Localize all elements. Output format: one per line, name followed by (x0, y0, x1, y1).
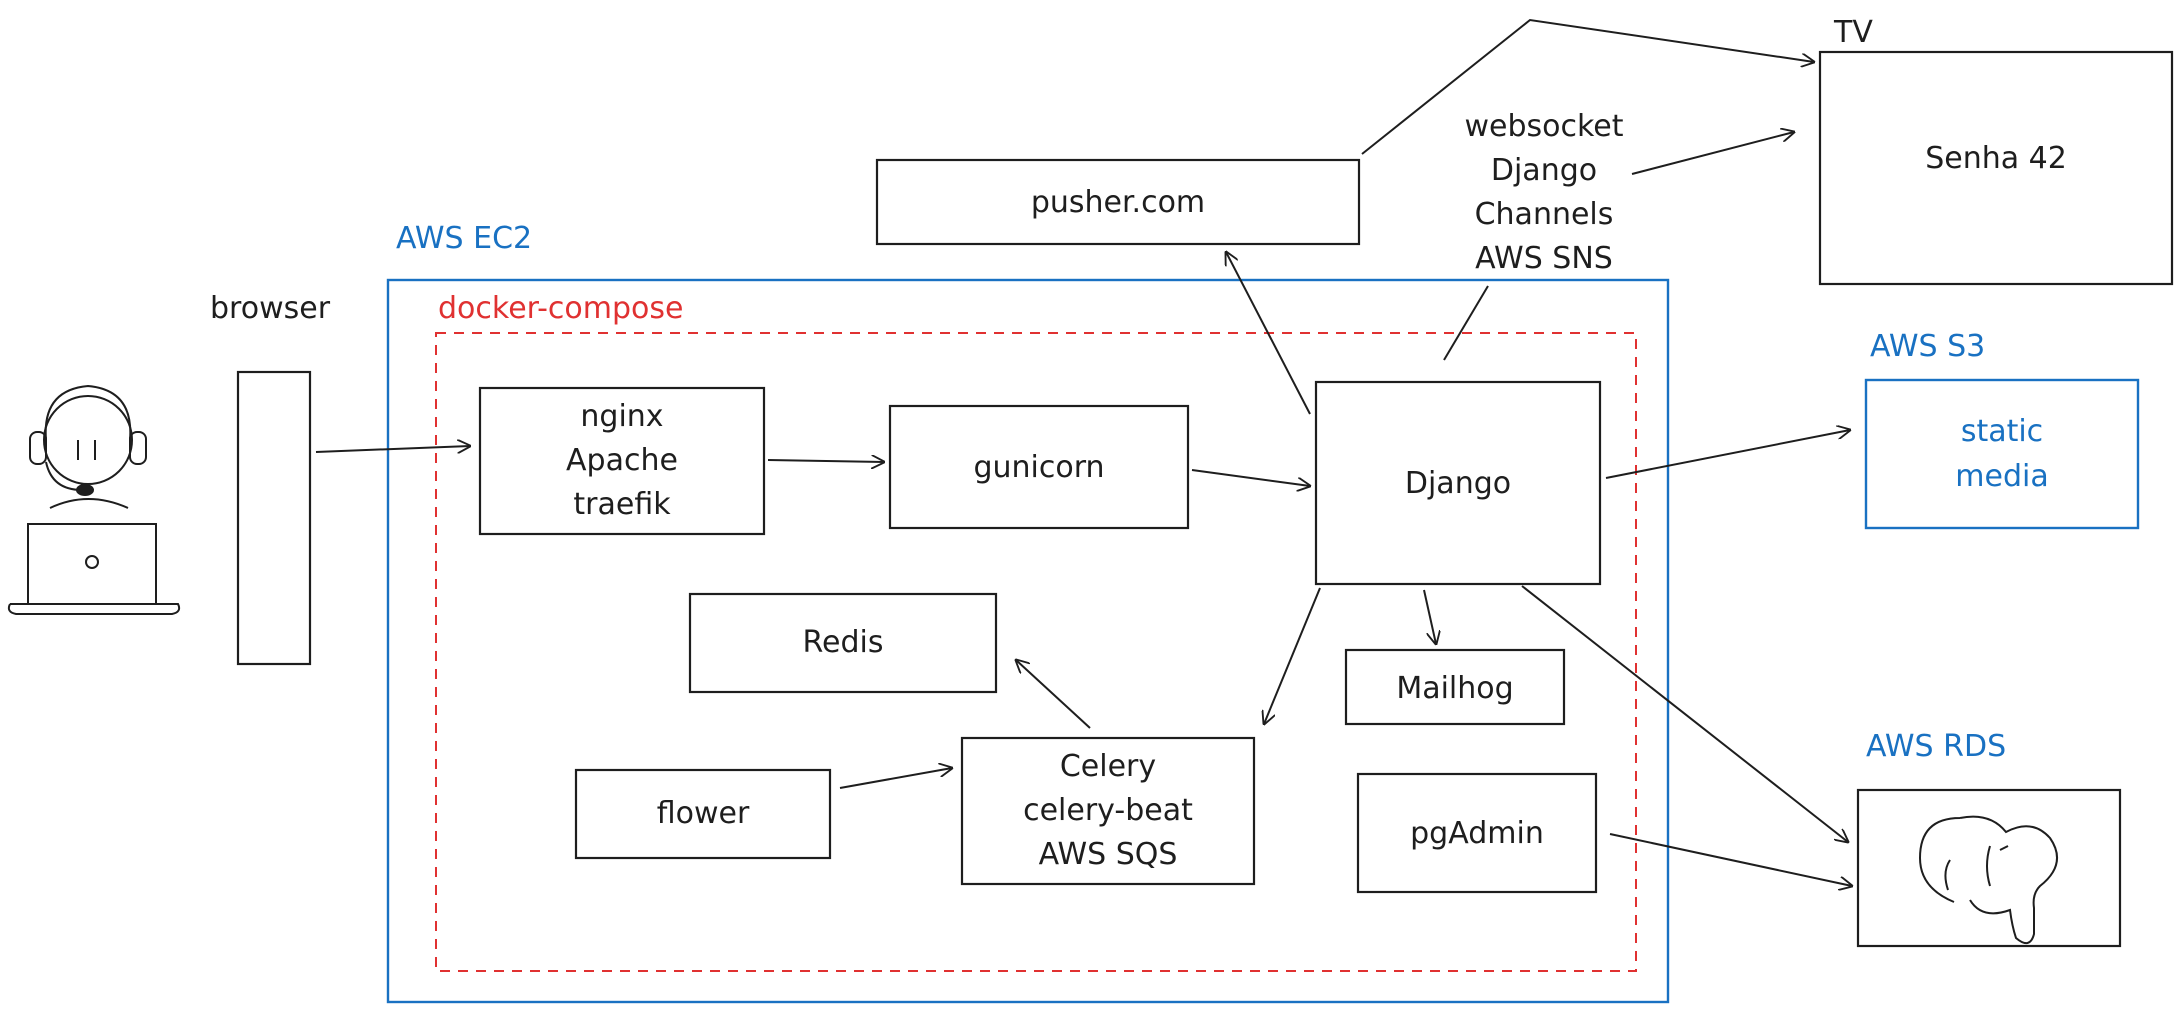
aws-rds-label: AWS RDS (1866, 729, 2006, 764)
realtime-label-2: Django (1491, 153, 1597, 188)
tv-screen-text: Senha 42 (1925, 141, 2067, 176)
proxy-node: nginx Apache traefik (478, 386, 766, 536)
docker-compose-container: docker-compose (435, 291, 1637, 972)
user-icon (7, 384, 181, 615)
realtime-label-4: AWS SNS (1475, 241, 1613, 276)
arrow-flower-to-celery (839, 768, 952, 789)
line-django-to-realtime (1443, 285, 1489, 361)
pgadmin-label: pgAdmin (1410, 816, 1544, 851)
arrow-browser-to-proxy (315, 446, 470, 452)
arrow-realtime-to-tv (1631, 132, 1794, 175)
arrow-django-to-s3 (1605, 430, 1850, 479)
realtime-label-1: websocket (1464, 109, 1623, 144)
arrow-django-to-rds (1521, 585, 1848, 842)
browser-window (236, 370, 312, 666)
arrow-pgadmin-to-rds (1609, 833, 1852, 886)
docker-compose-label: docker-compose (438, 291, 683, 326)
realtime-annotation: websocket Django Channels AWS SNS (1464, 109, 1623, 276)
tv-label: TV (1833, 15, 1873, 50)
flower-label: flower (657, 796, 750, 831)
aws-rds-node: AWS RDS (1856, 729, 2122, 948)
browser-label: browser (210, 291, 331, 326)
gunicorn-node: gunicorn (888, 404, 1190, 530)
s3-label-2: media (1955, 459, 2048, 494)
arrow-django-to-mailhog (1423, 589, 1436, 644)
realtime-label-3: Channels (1475, 197, 1614, 232)
pusher-node: pusher.com (875, 158, 1361, 246)
arrow-celery-to-redis (1016, 660, 1091, 729)
tv-node: TV Senha 42 (1818, 15, 2174, 286)
celery-label-1: Celery (1060, 749, 1156, 784)
pusher-label: pusher.com (1031, 185, 1205, 220)
redis-label: Redis (803, 625, 884, 660)
mailhog-label: Mailhog (1396, 671, 1513, 706)
arrow-proxy-to-gunicorn (767, 460, 884, 462)
aws-ec2-label: AWS EC2 (396, 221, 532, 256)
postgresql-elephant-icon (1918, 815, 2059, 945)
browser: browser (210, 291, 331, 666)
proxy-label-1: nginx (580, 399, 663, 434)
mailhog-node: Mailhog (1344, 648, 1566, 726)
arrow-pusher-to-tv (1361, 18, 1814, 155)
aws-ec2-container: AWS EC2 (386, 221, 1670, 1004)
aws-s3-label: AWS S3 (1870, 329, 1985, 364)
celery-node: Celery celery-beat AWS SQS (960, 736, 1256, 886)
aws-s3-node: AWS S3 static media (1864, 329, 2140, 530)
gunicorn-label: gunicorn (973, 450, 1104, 485)
proxy-label-2: Apache (566, 443, 678, 478)
flower-node: flower (574, 768, 832, 860)
pgadmin-node: pgAdmin (1356, 772, 1598, 894)
arrow-gunicorn-to-django (1191, 469, 1310, 486)
celery-label-2: celery-beat (1023, 793, 1193, 828)
redis-node: Redis (688, 592, 998, 694)
arrow-django-to-pusher (1226, 252, 1311, 415)
proxy-label-3: traefik (573, 487, 671, 522)
django-node: Django (1314, 380, 1602, 586)
celery-label-3: AWS SQS (1039, 837, 1178, 872)
arrow-django-to-celery (1264, 587, 1321, 724)
s3-label-1: static (1961, 414, 2043, 449)
django-label: Django (1405, 466, 1511, 501)
